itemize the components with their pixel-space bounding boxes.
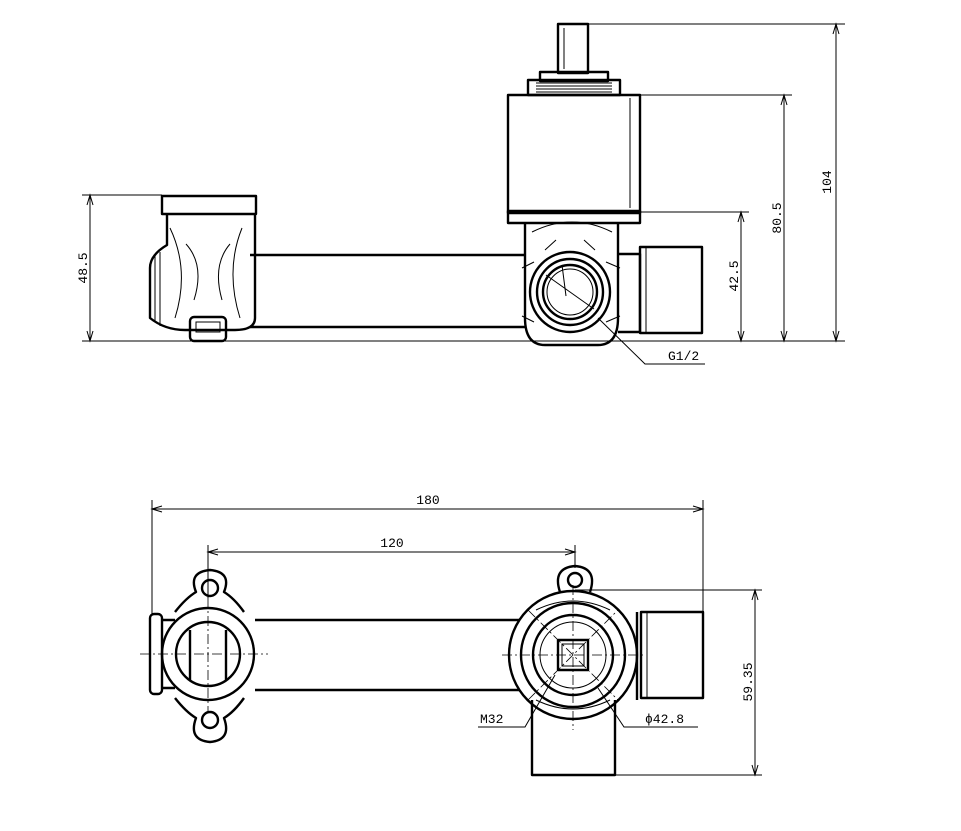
- label-cartridge-top-height: 80.5: [770, 202, 785, 233]
- side-view: 104 80.5 42.5 48.5 G1/2: [76, 22, 845, 365]
- dim-overall-height: 104: [588, 22, 845, 343]
- label-depth: 59.35: [741, 662, 756, 701]
- dim-cartridge-top-height: 80.5: [640, 93, 792, 343]
- label-diameter: ϕ42.8: [645, 712, 684, 727]
- dim-depth: 59.35: [575, 588, 762, 777]
- label-overall-length: 180: [416, 493, 439, 508]
- label-thread-m32: M32: [480, 712, 503, 727]
- top-valve-body: [507, 564, 705, 777]
- top-left-inlet: [148, 568, 256, 744]
- dim-overall-length: 180: [150, 493, 705, 615]
- side-valve-body: [521, 221, 621, 347]
- dim-center-distance: 120: [206, 536, 577, 598]
- top-pipe: [255, 618, 520, 692]
- callout-diameter: ϕ42.8: [597, 687, 698, 728]
- label-left-body-height: 48.5: [76, 252, 91, 283]
- callout-thread-m32: M32: [478, 674, 556, 728]
- label-overall-height: 104: [820, 170, 835, 194]
- side-cartridge: [506, 22, 642, 225]
- side-right-outlet: [618, 245, 704, 335]
- label-thread-g12: G1/2: [668, 349, 699, 364]
- dim-outlet-height: 42.5: [640, 210, 749, 343]
- side-pipe: [250, 253, 525, 329]
- label-outlet-height: 42.5: [727, 260, 742, 291]
- label-center-distance: 120: [380, 536, 403, 551]
- top-centerlines: [140, 585, 645, 730]
- callout-thread-g12: G1/2: [597, 317, 705, 365]
- dim-left-body-height: 48.5: [76, 193, 162, 343]
- side-left-body: [148, 194, 258, 343]
- top-view: 180 120 59.35 M32 ϕ42.8: [140, 493, 762, 777]
